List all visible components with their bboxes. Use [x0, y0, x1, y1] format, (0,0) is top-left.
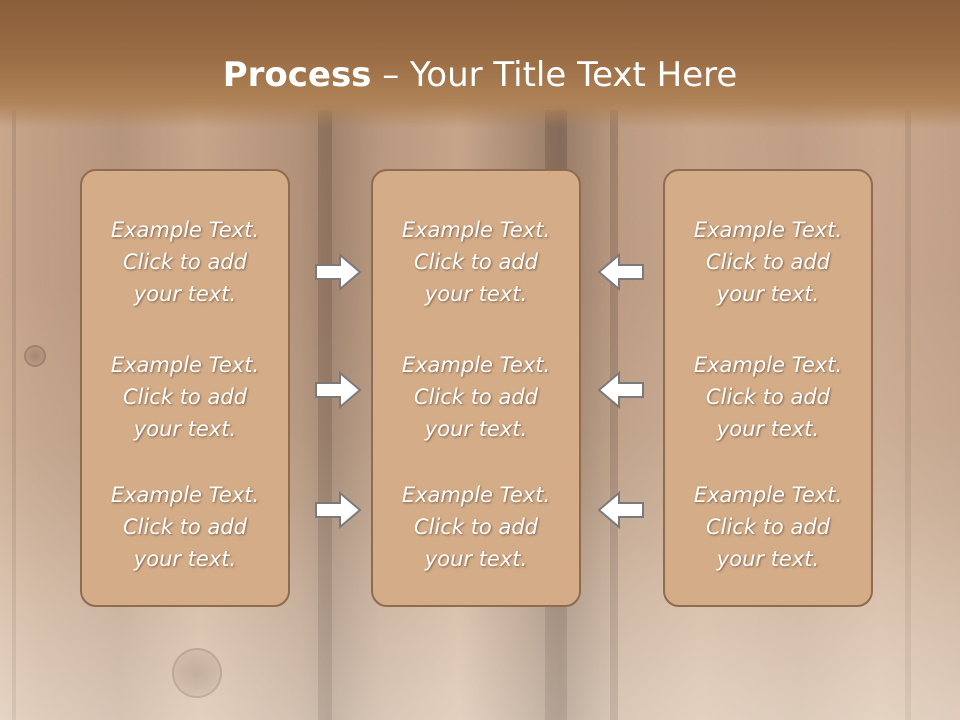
left-arrow-icon[interactable] — [597, 252, 645, 292]
text-line: Example Text. — [110, 483, 260, 507]
process-box-left[interactable]: Example Text. Click to add your text. Ex… — [80, 169, 290, 607]
text-line: Click to add — [413, 515, 538, 539]
text-line: Click to add — [122, 385, 247, 409]
text-line: Click to add — [705, 515, 830, 539]
text-line: your text. — [133, 417, 237, 441]
text-block[interactable]: Example Text. Click to add your text. — [665, 479, 871, 575]
text-line: Example Text. — [401, 353, 551, 377]
text-line: Click to add — [413, 385, 538, 409]
text-block[interactable]: Example Text. Click to add your text. — [373, 214, 579, 310]
text-line: Example Text. — [401, 483, 551, 507]
wood-grain — [318, 110, 332, 720]
text-line: Click to add — [122, 250, 247, 274]
title-rest: – Your Title Text Here — [371, 55, 738, 95]
text-line: Click to add — [705, 250, 830, 274]
text-block[interactable]: Example Text. Click to add your text. — [82, 214, 288, 310]
wood-knot — [172, 648, 222, 698]
text-block[interactable]: Example Text. Click to add your text. — [82, 479, 288, 575]
text-line: Click to add — [122, 515, 247, 539]
text-line: Example Text. — [110, 353, 260, 377]
left-arrow-icon[interactable] — [597, 370, 645, 410]
text-line: Example Text. — [693, 483, 843, 507]
wood-grain — [12, 110, 16, 720]
left-arrow-icon[interactable] — [597, 490, 645, 530]
text-line: Example Text. — [110, 218, 260, 242]
text-line: Example Text. — [401, 218, 551, 242]
text-line: your text. — [133, 282, 237, 306]
text-block[interactable]: Example Text. Click to add your text. — [373, 349, 579, 445]
text-line: your text. — [424, 417, 528, 441]
text-line: Click to add — [413, 250, 538, 274]
text-line: your text. — [424, 282, 528, 306]
slide-title[interactable]: Process – Your Title Text Here — [0, 52, 960, 98]
wood-knot — [24, 345, 46, 367]
text-line: your text. — [716, 547, 820, 571]
text-block[interactable]: Example Text. Click to add your text. — [82, 349, 288, 445]
text-line: your text. — [133, 547, 237, 571]
text-block[interactable]: Example Text. Click to add your text. — [665, 349, 871, 445]
right-arrow-icon[interactable] — [314, 252, 362, 292]
text-line: Example Text. — [693, 218, 843, 242]
text-line: your text. — [716, 417, 820, 441]
text-block[interactable]: Example Text. Click to add your text. — [665, 214, 871, 310]
right-arrow-icon[interactable] — [314, 490, 362, 530]
title-bold: Process — [222, 55, 372, 95]
title-band — [0, 0, 960, 128]
text-line: Example Text. — [693, 353, 843, 377]
text-line: your text. — [424, 547, 528, 571]
text-line: your text. — [716, 282, 820, 306]
text-line: Click to add — [705, 385, 830, 409]
right-arrow-icon[interactable] — [314, 370, 362, 410]
wood-grain — [610, 110, 618, 720]
process-box-center[interactable]: Example Text. Click to add your text. Ex… — [371, 169, 581, 607]
process-box-right[interactable]: Example Text. Click to add your text. Ex… — [663, 169, 873, 607]
text-block[interactable]: Example Text. Click to add your text. — [373, 479, 579, 575]
wood-grain — [905, 110, 911, 720]
